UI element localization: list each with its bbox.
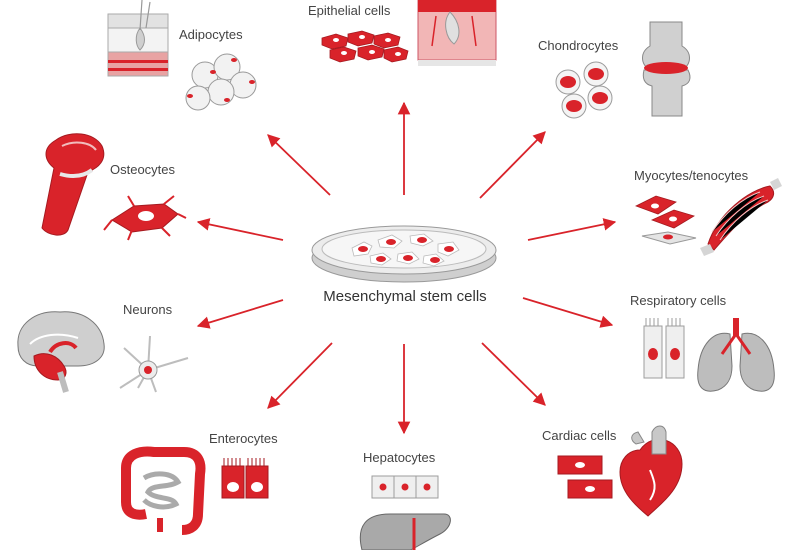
myocyte-cells-icon bbox=[634, 195, 697, 245]
neuron-icon bbox=[119, 335, 189, 393]
enterocyte-cells-icon bbox=[221, 458, 269, 499]
lungs-icon bbox=[697, 318, 775, 392]
skin-section-icon bbox=[417, 0, 497, 66]
muscle-icon bbox=[700, 178, 782, 256]
label-cardiac: Cardiac cells bbox=[542, 428, 617, 443]
hepatocyte-cells-icon bbox=[371, 475, 439, 499]
arrow-chondrocytes bbox=[479, 131, 546, 199]
arrow-myocytes bbox=[527, 218, 617, 241]
liver-icon bbox=[359, 513, 451, 550]
petri-dish-icon bbox=[311, 225, 497, 283]
label-myocytes: Myocytes/tenocytes bbox=[634, 168, 749, 183]
brain-icon bbox=[17, 311, 105, 393]
arrow-respiratory bbox=[522, 297, 614, 328]
label-epithelial: Epithelial cells bbox=[308, 3, 391, 18]
label-osteocytes: Osteocytes bbox=[110, 162, 176, 177]
respiratory-cells-icon bbox=[643, 318, 685, 379]
heart-icon bbox=[619, 425, 683, 517]
arrows bbox=[196, 101, 617, 435]
center-label: Mesenchymal stem cells bbox=[323, 288, 487, 305]
label-chondrocytes: Chondrocytes bbox=[538, 38, 619, 53]
bone-icon bbox=[41, 133, 105, 236]
label-respiratory: Respiratory cells bbox=[630, 293, 727, 308]
fat-cells-icon bbox=[185, 53, 257, 111]
arrow-enterocytes bbox=[267, 342, 333, 409]
epithelial-cells-icon bbox=[321, 30, 409, 63]
label-neurons: Neurons bbox=[123, 302, 173, 317]
knee-joint-icon bbox=[642, 21, 691, 117]
arrow-neurons bbox=[196, 299, 284, 329]
osteocyte-cell-icon bbox=[103, 195, 187, 241]
arrow-adipocytes bbox=[267, 134, 331, 196]
arrow-cardiac bbox=[481, 342, 546, 406]
label-adipocytes: Adipocytes bbox=[179, 27, 243, 42]
label-hepatocytes: Hepatocytes bbox=[363, 450, 436, 465]
adipose-tissue-icon bbox=[107, 0, 169, 77]
chondrocyte-cells-icon bbox=[555, 61, 613, 119]
label-enterocytes: Enterocytes bbox=[209, 431, 278, 446]
cardiac-cells-icon bbox=[557, 455, 613, 499]
intestine-icon bbox=[121, 446, 206, 535]
arrow-osteocytes bbox=[196, 218, 284, 241]
